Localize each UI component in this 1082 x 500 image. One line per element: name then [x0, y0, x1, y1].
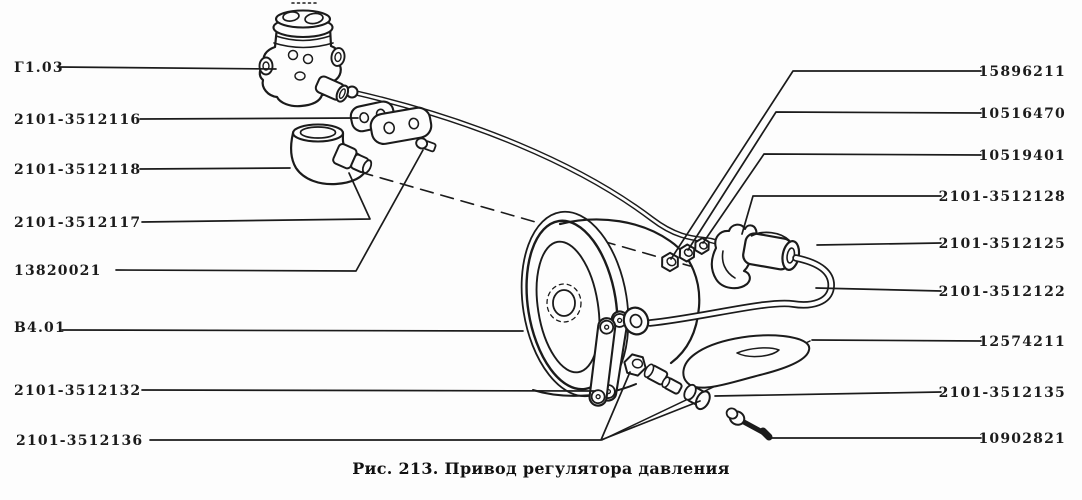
- figure-caption: Рис. 213. Привод регулятора давления: [352, 459, 730, 478]
- leader-3512116: [140, 118, 358, 119]
- part-label-3512132: 2101-3512132: [14, 383, 142, 399]
- leader-3512122: [816, 288, 941, 291]
- bent-rod-drawing: [650, 258, 831, 323]
- bolt-drawing: [725, 406, 769, 437]
- leader-3512132: [142, 390, 595, 391]
- part-label-10902821: 10902821: [978, 431, 1066, 447]
- leader-3512135: [715, 392, 941, 396]
- leader-13820021: [116, 150, 423, 271]
- part-label-3512125: 2101-3512125: [938, 236, 1066, 252]
- assembly-alignment-dashed-line: [360, 172, 690, 266]
- leader-v4-01: [62, 330, 523, 331]
- leader-15896211: [671, 71, 981, 259]
- pressure-regulator-drawing: [260, 11, 351, 107]
- part-label-3512128: 2101-3512128: [938, 189, 1066, 205]
- spring-blade-drawing: [683, 335, 809, 387]
- part-label-g1-03: Г1.03: [14, 60, 64, 76]
- part-label-3512122: 2101-3512122: [938, 284, 1066, 300]
- part-label-13820021: 13820021: [14, 263, 102, 279]
- mounting-bracket-drawing: [349, 100, 433, 146]
- part-label-10516470: 10516470: [978, 106, 1066, 122]
- part-label-12574211: 12574211: [978, 334, 1066, 350]
- leader-3512136: [150, 372, 700, 440]
- part-label-15896211: 15896211: [978, 64, 1066, 80]
- part-label-10519401: 10519401: [978, 148, 1066, 164]
- boot-and-fitting-drawing: [291, 125, 375, 185]
- leader-3512117: [142, 173, 370, 222]
- lever-and-bushing-drawing: [712, 225, 802, 288]
- leader-12574211: [812, 340, 981, 341]
- leader-g1-03: [58, 67, 276, 69]
- part-label-v4-01: В4.01: [14, 320, 66, 336]
- part-label-3512136: 2101-3512136: [16, 433, 144, 449]
- rod-nuts-washers-drawing: [658, 236, 712, 273]
- leader-10516470: [688, 112, 981, 250]
- part-label-3512135: 2101-3512135: [938, 385, 1066, 401]
- leader-10519401: [703, 154, 981, 243]
- small-bolt-drawing: [415, 137, 437, 153]
- part-label-3512118: 2101-3512118: [14, 162, 142, 178]
- part-label-3512117: 2101-3512117: [14, 215, 142, 231]
- part-label-3512116: 2101-3512116: [14, 112, 142, 128]
- leader-3512128: [742, 196, 941, 234]
- leader-3512125: [817, 243, 941, 245]
- leader-3512118: [140, 168, 290, 169]
- link-straps-drawing: [589, 304, 652, 406]
- small-fasteners-drawing: [622, 353, 713, 411]
- leader-lines: [58, 67, 981, 440]
